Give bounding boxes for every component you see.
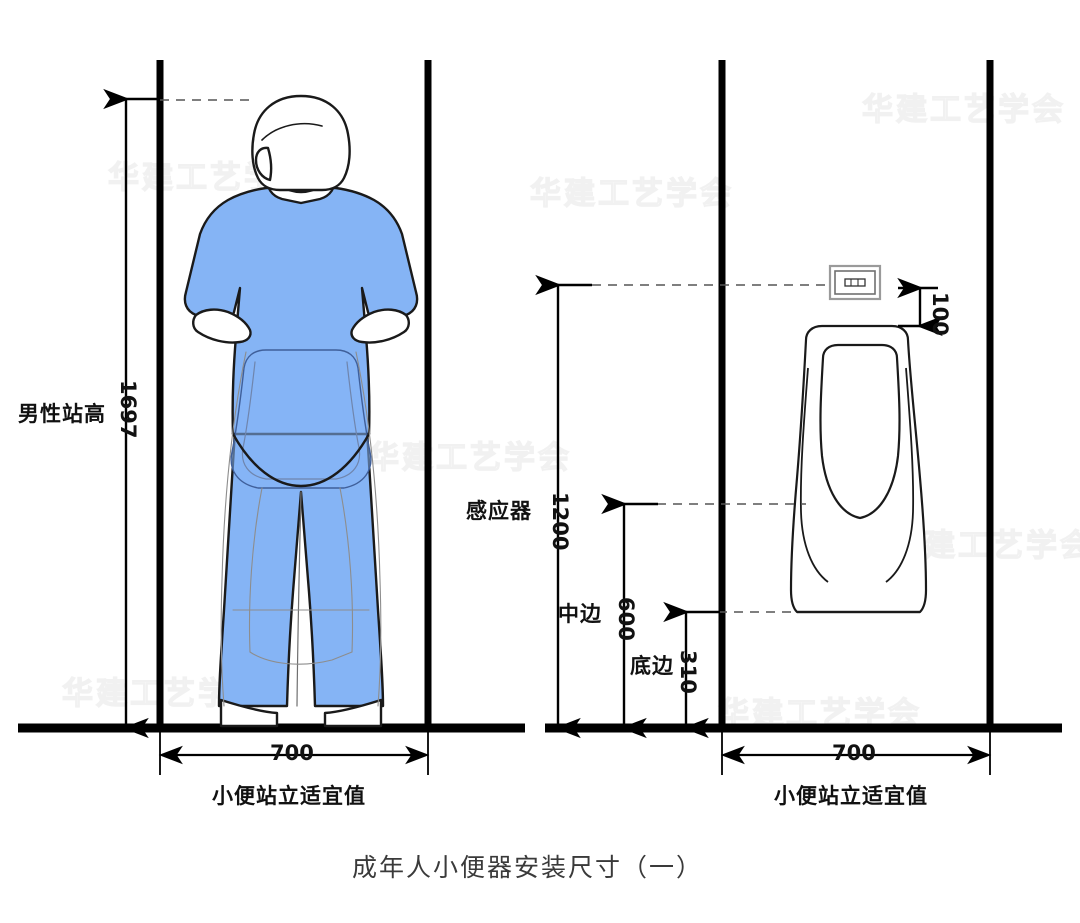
right-extension-lines xyxy=(560,284,830,613)
figure-ear xyxy=(254,146,273,182)
urinal-fixture xyxy=(789,324,928,614)
bottom-height-value: 310 xyxy=(676,650,700,694)
urinal-bowl xyxy=(819,343,901,520)
figure-hip-overlay xyxy=(230,349,372,489)
sensor-device xyxy=(828,264,882,301)
sensor-height-dimension xyxy=(535,274,592,739)
sensor-gap-value: 100 xyxy=(928,292,952,336)
left-width-dimension xyxy=(158,728,430,775)
left-width-label: 小便站立适宜值 xyxy=(212,784,366,808)
figure-hip-overlay-inner xyxy=(241,361,361,480)
sensor-height-value: 1200 xyxy=(548,492,572,551)
mid-edge-label: 中边 xyxy=(558,602,602,626)
mid-height-dimension xyxy=(601,493,658,739)
right-width-dimension xyxy=(720,728,992,775)
left-height-dimension xyxy=(103,88,252,739)
male-standing-height-label: 男性站高 xyxy=(18,402,106,426)
figure-caption: 成年人小便器安装尺寸（一） xyxy=(352,853,704,882)
left-partition-walls xyxy=(156,60,432,728)
right-width-value: 700 xyxy=(832,741,876,765)
figure-shoe-right xyxy=(323,698,383,728)
figure-head xyxy=(251,94,351,192)
bottom-edge-label: 底边 xyxy=(630,654,674,678)
sensor-label: 感应器 xyxy=(466,499,532,523)
sensor-gap-dimension xyxy=(897,277,943,337)
mid-height-value: 600 xyxy=(614,597,638,641)
human-figure xyxy=(183,94,419,728)
left-width-value: 700 xyxy=(270,741,314,765)
figure-forearm-right xyxy=(350,308,410,344)
bottom-height-dimension xyxy=(663,601,720,739)
male-standing-height-value: 1697 xyxy=(116,380,140,439)
right-partition-walls xyxy=(718,60,994,728)
figure-forearm-left xyxy=(192,308,252,344)
figure-shoe-left xyxy=(219,698,279,728)
right-width-label: 小便站立适宜值 xyxy=(774,784,928,808)
